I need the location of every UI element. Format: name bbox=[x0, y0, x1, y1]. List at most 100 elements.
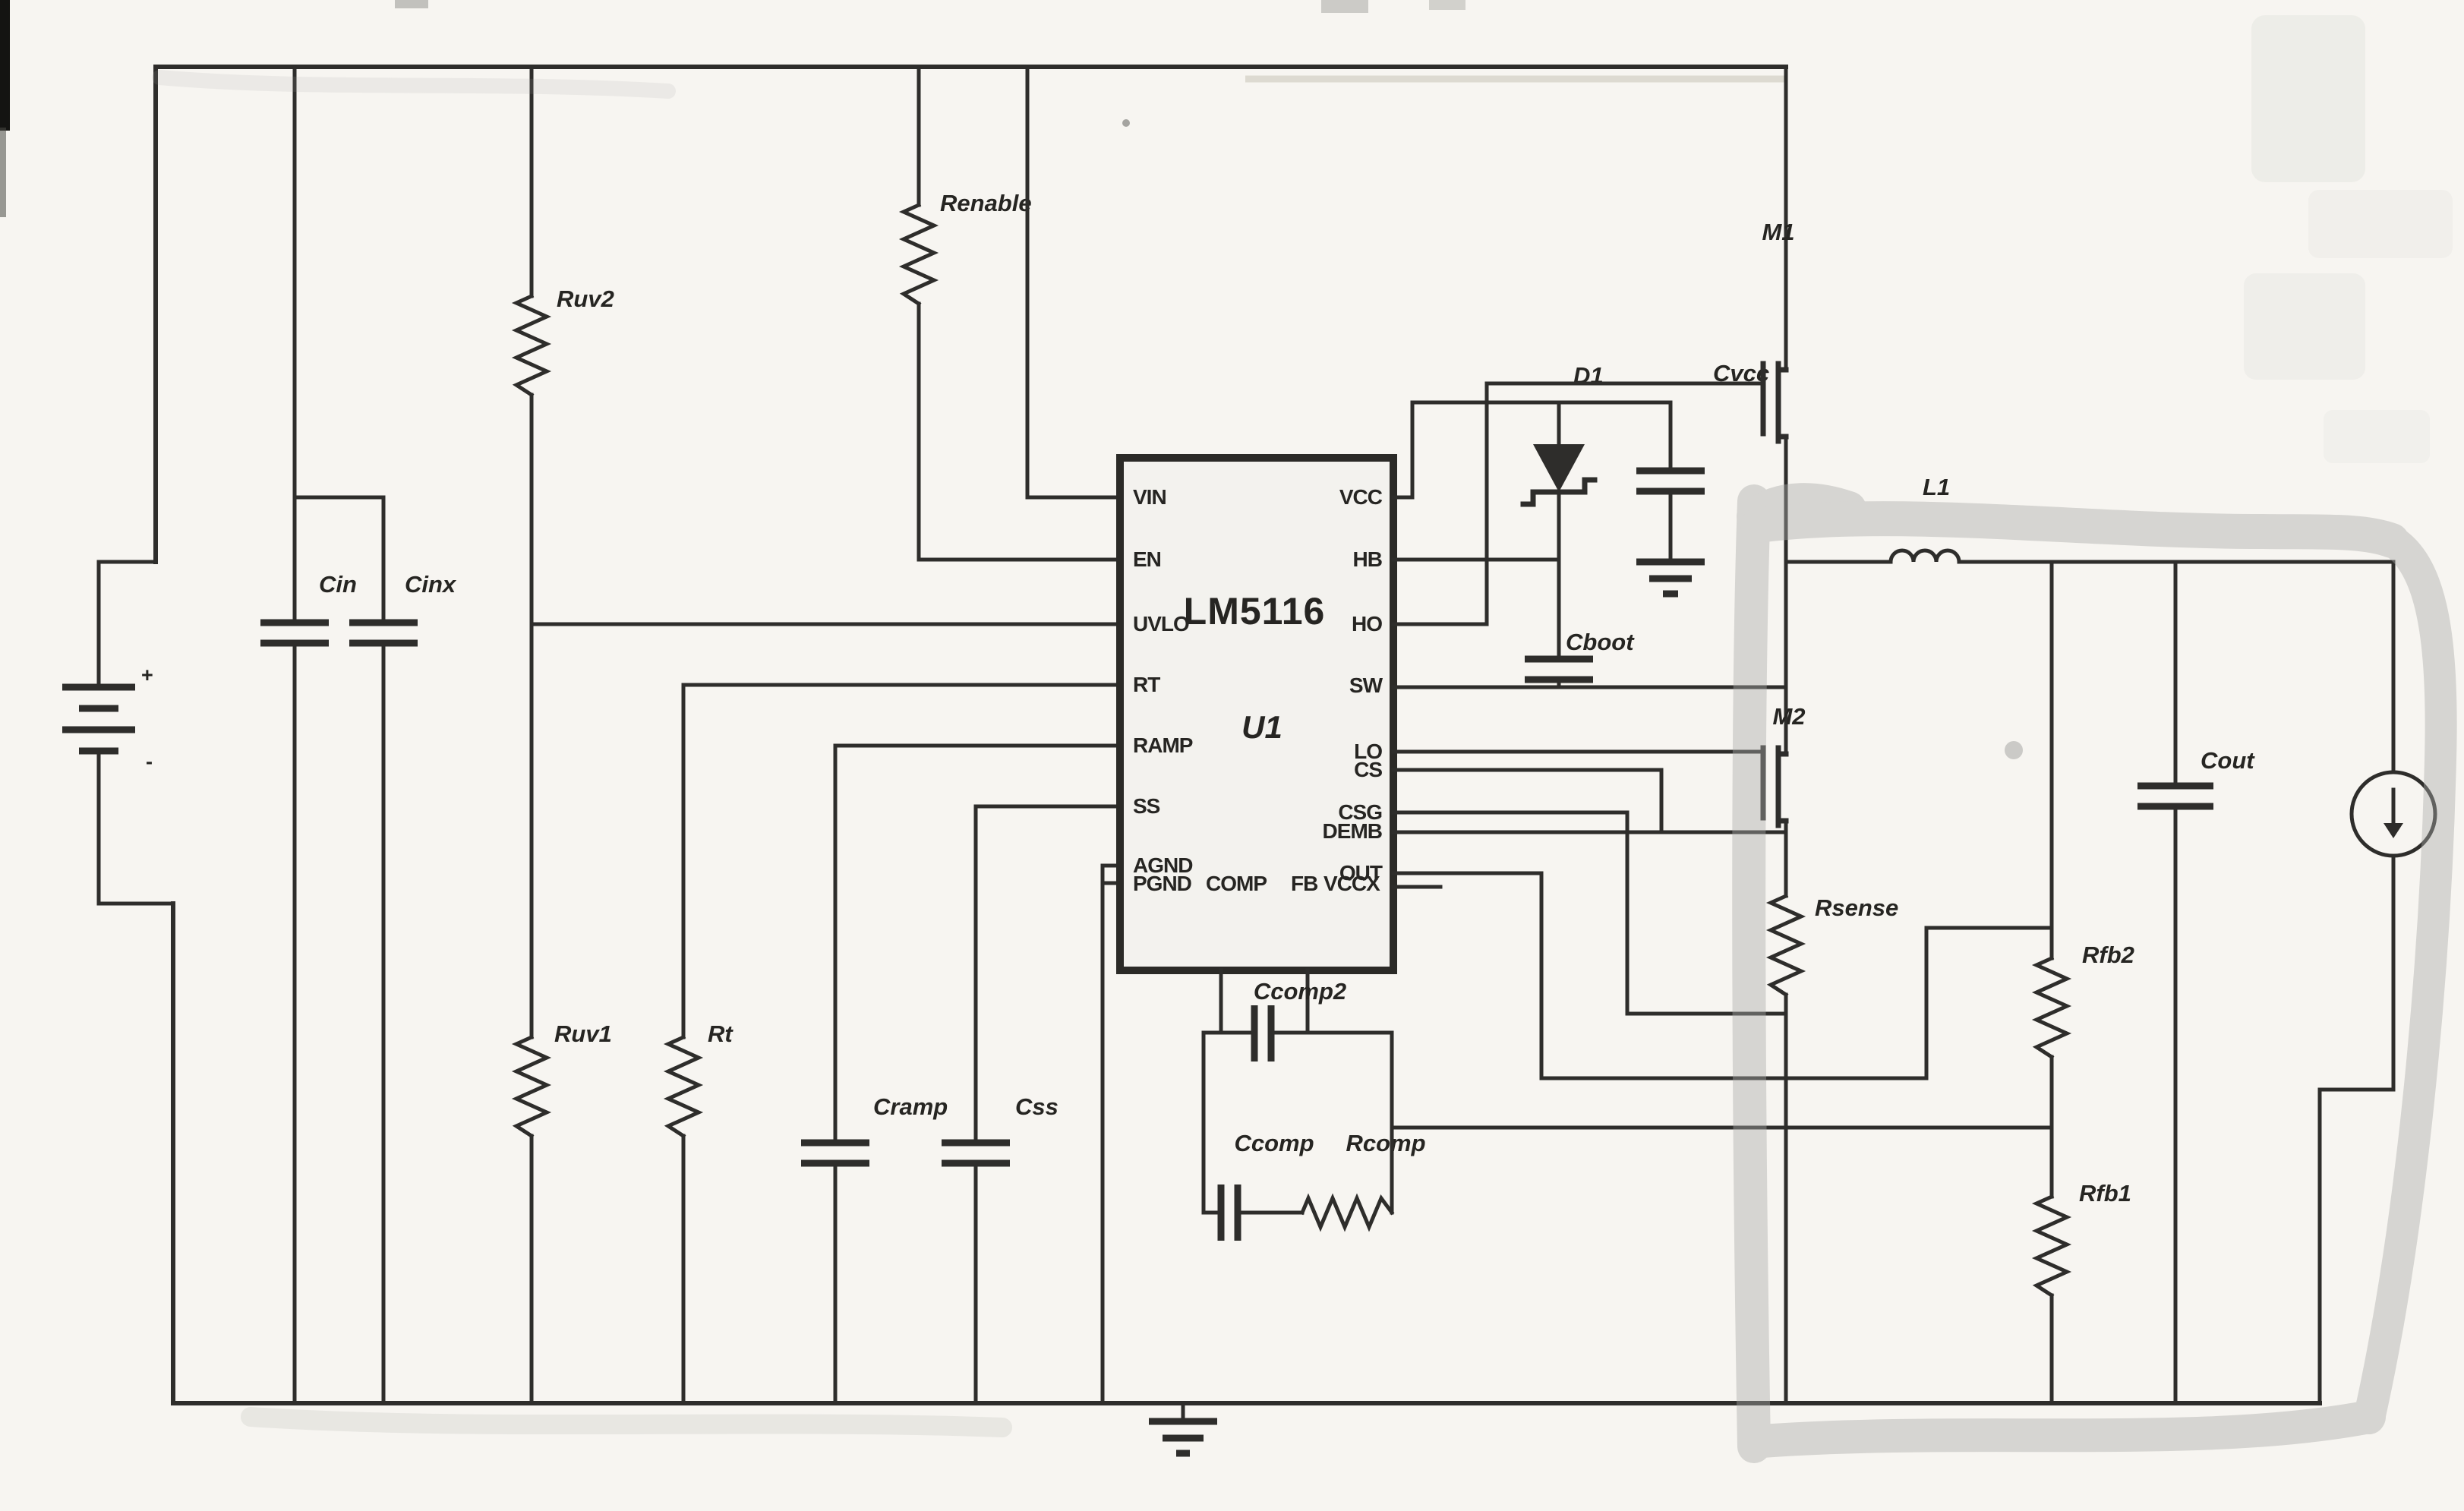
pin-label-lo: LO bbox=[1354, 740, 1382, 763]
ground-symbol bbox=[1149, 1401, 1217, 1457]
pin-label-comp: COMP bbox=[1206, 872, 1267, 895]
scan-edge-smudge bbox=[1321, 0, 1368, 13]
resistor-rt: Rt bbox=[663, 683, 1122, 1405]
battery-minus-sign: - bbox=[146, 750, 153, 773]
wire-vin-top-rail bbox=[153, 65, 1788, 564]
wire-agnd-pgnd bbox=[1100, 863, 1122, 1405]
resistor-rfb2: Rfb2 bbox=[2031, 560, 2134, 1130]
ic-lm5116: VIN EN UVLO RT RAMP SS AGND PGND COMP FB… bbox=[1116, 454, 1397, 974]
pin-label-hb: HB bbox=[1353, 547, 1382, 571]
label-rfb2: Rfb2 bbox=[2082, 942, 2134, 968]
ic-refdes: U1 bbox=[1241, 709, 1282, 745]
resistor-rfb1: Rfb1 bbox=[2031, 1125, 2131, 1405]
label-rt: Rt bbox=[708, 1020, 734, 1047]
highlight-right-edge bbox=[2353, 525, 2457, 1434]
pin-label-csg: CSG bbox=[1338, 800, 1382, 824]
capacitor-cboot: Cboot bbox=[1525, 557, 1635, 689]
ic-body bbox=[1116, 454, 1397, 974]
pin-label-pgnd: PGND bbox=[1133, 872, 1192, 895]
pin-label-ramp: RAMP bbox=[1133, 733, 1193, 757]
scan-edge-smudge bbox=[1429, 0, 1465, 10]
bleed-through-ghost bbox=[2308, 190, 2453, 258]
wire-csg bbox=[1391, 810, 1788, 1016]
capacitor-cin: Cin bbox=[260, 65, 357, 1405]
label-cout: Cout bbox=[2201, 747, 2255, 774]
capacitor-cout: Cout bbox=[2137, 560, 2255, 1405]
label-cramp: Cramp bbox=[873, 1093, 948, 1120]
label-rcomp: Rcomp bbox=[1346, 1130, 1425, 1156]
battery-plus-sign: + bbox=[141, 664, 153, 686]
pin-label-en: EN bbox=[1133, 547, 1161, 571]
label-cin: Cin bbox=[319, 571, 357, 598]
current-source-arrow bbox=[2384, 823, 2403, 838]
pin-label-vin: VIN bbox=[1133, 485, 1166, 509]
ic-part-number: LM5116 bbox=[1184, 590, 1326, 632]
wire-out bbox=[1391, 871, 2054, 1080]
wire-cs bbox=[1391, 768, 1664, 834]
capacitor-cinx: Cinx bbox=[292, 495, 457, 1405]
capacitor-cramp: Cramp bbox=[801, 743, 1122, 1405]
highlight-top-edge bbox=[1740, 501, 2409, 558]
capacitor-ccomp: Ccomp bbox=[1201, 1130, 1314, 1241]
resistor-rsense: Rsense bbox=[1765, 830, 1898, 1405]
highlight-left-edge bbox=[1732, 484, 1771, 1463]
label-rsense: Rsense bbox=[1815, 894, 1898, 921]
pin-label-demb: DEMB bbox=[1323, 819, 1382, 843]
scan-speck bbox=[1122, 119, 1130, 127]
pin-label-cs: CS bbox=[1354, 758, 1382, 781]
label-m1: M1 bbox=[1762, 219, 1794, 245]
pin-label-vcc: VCC bbox=[1339, 485, 1383, 509]
highlight-stray-bottom bbox=[241, 1407, 1012, 1437]
pin-label-out: OUT bbox=[1339, 861, 1383, 885]
label-ccomp2: Ccomp2 bbox=[1254, 978, 1346, 1005]
highlight-bottom-edge bbox=[1745, 1400, 2386, 1458]
pin-label-agnd: AGND bbox=[1133, 853, 1193, 877]
scan-edge-mark bbox=[0, 128, 6, 217]
wire-vin-pin bbox=[1025, 65, 1122, 500]
capacitor-css: Css bbox=[942, 804, 1122, 1405]
bleed-through-ghost bbox=[2324, 410, 2430, 463]
label-ruv2: Ruv2 bbox=[557, 285, 614, 312]
label-cboot: Cboot bbox=[1566, 629, 1635, 655]
compensation-network: Ccomp2 Ccomp Rcomp bbox=[1201, 968, 2054, 1241]
resistor-ruv1: Ruv1 bbox=[511, 622, 612, 1405]
resistor-renable: Renable bbox=[898, 65, 1122, 562]
pin-label-rt: RT bbox=[1133, 673, 1160, 696]
current-source-load bbox=[2317, 560, 2437, 1405]
label-css: Css bbox=[1015, 1093, 1058, 1120]
wire-vcc bbox=[1391, 400, 1673, 500]
pin-label-ss: SS bbox=[1133, 794, 1160, 818]
battery-input-source: + - bbox=[62, 560, 175, 906]
pin-label-vccx: VCCX bbox=[1323, 872, 1380, 895]
scan-edge-smudge bbox=[395, 0, 428, 8]
inductor-l1: L1 bbox=[1784, 474, 2396, 564]
highlight-stray-top bbox=[152, 70, 676, 99]
label-rfb1: Rfb1 bbox=[2079, 1180, 2131, 1207]
label-m2: M2 bbox=[1772, 703, 1805, 730]
bootstrap-section: D1 Cvcc Cboot bbox=[1391, 360, 1769, 689]
wire-ground-bottom-rail bbox=[171, 901, 2322, 1405]
resistor-ruv2: Ruv2 bbox=[511, 65, 614, 626]
input-section: + - Cin Cinx Ruv2 bbox=[62, 65, 2322, 1457]
resistor-rcomp: Rcomp bbox=[1299, 1130, 1426, 1232]
highlighter-annotation bbox=[152, 70, 2457, 1463]
gray-dot-mark bbox=[2005, 741, 2023, 759]
label-l1: L1 bbox=[1923, 474, 1950, 500]
wire-ho bbox=[1391, 381, 1765, 626]
output-section: L1 Rfb2 Rfb1 Cout bbox=[1784, 474, 2437, 1405]
label-ccomp: Ccomp bbox=[1234, 1130, 1314, 1156]
capacitor-ccomp2: Ccomp2 bbox=[1201, 978, 1394, 1061]
pin-label-ho: HO bbox=[1352, 612, 1382, 636]
diode-triangle bbox=[1533, 444, 1585, 492]
label-renable: Renable bbox=[940, 190, 1032, 216]
bleed-through-ghost bbox=[2244, 273, 2365, 380]
label-ruv1: Ruv1 bbox=[554, 1020, 612, 1047]
label-cinx: Cinx bbox=[405, 571, 457, 598]
bleed-through-ghost bbox=[2251, 15, 2365, 182]
pin-label-fb: FB bbox=[1291, 872, 1317, 895]
pin-label-sw: SW bbox=[1349, 673, 1383, 697]
pin-label-uvlo: UVLO bbox=[1133, 612, 1189, 636]
highlight-top-left-tail bbox=[1737, 483, 1866, 534]
